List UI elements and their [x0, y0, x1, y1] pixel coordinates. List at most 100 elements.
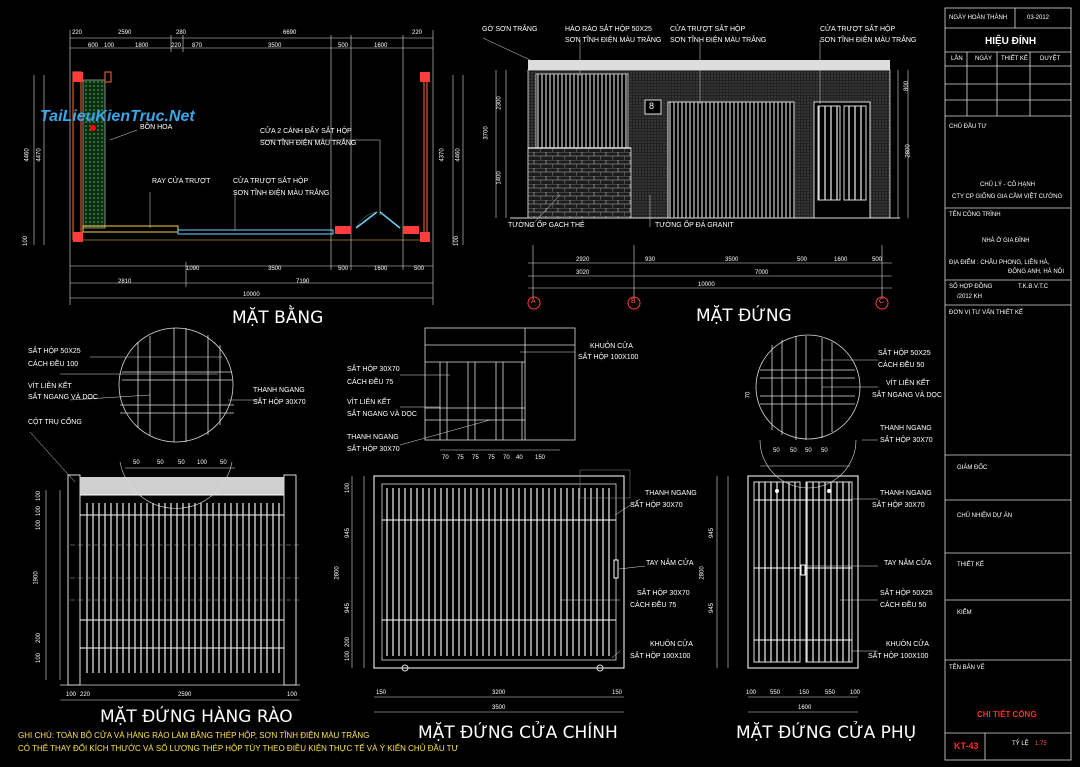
side-door-dim: 150 — [799, 690, 810, 696]
title-side-door: MẶT ĐỨNG CỬA PHỤ — [736, 723, 917, 743]
elev-label-slide1: CỬA TRƯỢT SẮT HỘP — [670, 26, 746, 33]
detail-b-dim: 150 — [535, 455, 546, 461]
detail-a-label: SẮT HỘP 30X70 — [253, 399, 306, 406]
detail-a-label: CÁCH ĐỀU 100 — [28, 361, 79, 368]
detail-b-label: SẮT NGANG VÀ DỌC — [347, 411, 417, 418]
elev-side-dim: 1400 — [496, 171, 503, 185]
detail-c-label: VÍT LIÊN KẾT — [886, 380, 930, 387]
detail-b-dim: 75 — [488, 455, 495, 461]
title-block-frame — [944, 7, 1072, 761]
plan-dim: 100 — [104, 43, 115, 49]
fence-elevation-drawing — [45, 461, 300, 701]
elev-dim: 3500 — [725, 257, 739, 263]
main-door-label: SẮT HỘP 30X70 — [630, 502, 683, 509]
main-door-label: SẮT HỘP 30X70 — [637, 590, 690, 597]
fence-side-dim: 200 — [36, 632, 43, 644]
detail-a-label: VÍT LIÊN KẾT — [28, 383, 72, 390]
plan-side-dim: 4460 — [24, 148, 31, 162]
elev-label-cornice: GỜ SƠN TRẮNG — [482, 26, 538, 33]
tb-consultant: ĐƠN VỊ TƯ VẤN THIẾT KẾ — [949, 310, 1023, 316]
detail-b-dim: 40 — [516, 455, 523, 461]
grid-label-b: B — [631, 298, 636, 305]
watermark-logo: TaiLieuKienTruc.Net — [40, 108, 195, 125]
title-fence: MẶT ĐỨNG HÀNG RÀO — [100, 707, 293, 727]
fence-dim: 50 — [220, 460, 227, 466]
tb-contract: /2012 KH — [957, 294, 983, 300]
detail-b-label: THANH NGANG — [347, 434, 399, 441]
fence-dim: 100 — [66, 692, 77, 698]
main-door-dim: 3200 — [492, 690, 506, 696]
tb-project: NHÀ Ở GIA ĐÌNH — [982, 238, 1030, 244]
main-door-dim: 3500 — [492, 705, 506, 711]
main-door-side-dim: 2800 — [334, 566, 341, 580]
side-door-side-dim: 2800 — [699, 566, 706, 580]
elev-side-dim: 800 — [904, 80, 911, 92]
elev-dim: 10000 — [698, 282, 715, 288]
tb-revision-title: HIỆU ĐÍNH — [985, 36, 1037, 47]
elev-house-number: 8 — [649, 101, 655, 111]
elev-dim: 7000 — [755, 270, 769, 276]
elev-side-dim: 2300 — [496, 96, 503, 110]
tb-scale: 1:75 — [1035, 741, 1047, 747]
fence-side-dim: 100 — [36, 519, 43, 531]
detail-a-circle — [90, 327, 234, 443]
detail-b-dim: 70 — [503, 455, 510, 461]
main-door-side-dim: 100 — [345, 650, 352, 662]
plan-dim: 1800 — [135, 43, 149, 49]
plan-label-folding-door: CỬA 2 CÁNH ĐẨY SẮT HỘP — [260, 128, 352, 135]
fence-side-dim: 100 — [36, 652, 43, 664]
plan-dim: 500 — [414, 266, 425, 272]
tb-sheet-name: CHI TIẾT CỔNG — [977, 710, 1037, 719]
detail-c-dim: 50 — [821, 448, 828, 454]
plan-dim: 220 — [412, 30, 423, 36]
plan-label-folding-door: SƠN TĨNH ĐIỆN MÀU TRẮNG — [260, 140, 357, 147]
elev-side-dim: 3700 — [483, 126, 490, 140]
elev-dim: 500 — [872, 257, 883, 263]
detail-c-label: SẮT HỘP 30X70 — [880, 437, 933, 444]
main-door-label: TAY NẮM CỬA — [646, 560, 694, 567]
detail-c-label: THANH NGANG — [880, 425, 932, 432]
tb-sheet-label: TÊN BẢN VẼ — [949, 665, 985, 671]
elev-label-slide2: CỬA TRƯỢT SẮT HỘP — [820, 26, 896, 33]
tb-contract-label: SỐ HỢP ĐỒNG — [949, 284, 993, 290]
plan-dim: 600 — [88, 43, 99, 49]
elev-label-brick-wall: TƯỜNG ỐP GẠCH THẺ — [508, 222, 585, 229]
main-door-side-dim: 200 — [345, 636, 352, 648]
fence-dim: 100 — [287, 692, 298, 698]
plan-label-rail: RAY CỬA TRƯỢT — [152, 178, 211, 185]
detail-c-label: SẮT HỘP 50X25 — [878, 350, 931, 357]
tb-director: GIÁM ĐỐC — [957, 465, 988, 471]
tb-date: 03-2012 — [1027, 15, 1050, 21]
elevation-drawing — [495, 60, 909, 310]
side-door-elevation-drawing — [716, 475, 859, 713]
plan-dim: 3500 — [268, 43, 282, 49]
detail-a-label: THANH NGANG — [253, 387, 305, 394]
side-door-dim: 550 — [770, 690, 781, 696]
tb-owner: CTY CP GIỐNG GIA CẦM VIỆT CƯỜNG — [952, 194, 1063, 200]
elev-label-slide1: SƠN TĨNH ĐIỆN MÀU TRẮNG — [670, 37, 767, 44]
main-door-dim: 150 — [376, 690, 387, 696]
elev-label-granite-wall: TƯỜNG ỐP ĐÁ GRANIT — [655, 222, 734, 229]
plan-side-dim: 4370 — [439, 148, 446, 162]
fence-side-dim: 100 — [36, 505, 43, 517]
side-door-label: CÁCH ĐỀU 50 — [880, 602, 927, 609]
detail-c-dim: 50 — [805, 448, 812, 454]
detail-b-dim: 75 — [472, 455, 479, 461]
elev-dim: 1600 — [834, 257, 848, 263]
elev-dim: 3020 — [576, 270, 590, 276]
side-door-label: SẮT HỘP 100X100 — [868, 653, 929, 660]
plan-dim: 500 — [338, 43, 349, 49]
plan-label-sliding: CỬA TRƯỢT SẮT HỘP — [233, 178, 309, 185]
tb-address: ĐỊA ĐIỂM : CHÂU PHONG, LIÊN HÀ, — [949, 260, 1050, 266]
plan-dim: 7190 — [296, 279, 310, 285]
plan-dim: 1600 — [374, 266, 388, 272]
elev-side-dim: 2800 — [905, 144, 912, 158]
side-door-dim: 1600 — [798, 705, 812, 711]
side-door-dim: 550 — [825, 690, 836, 696]
tb-scale-label: TỶ LỆ — [1012, 741, 1029, 747]
tb-checker: KIỂM — [957, 610, 972, 616]
tb-designer: THIẾT KẾ — [957, 562, 984, 568]
detail-a-label: SẮT NGANG VÀ DỌC — [28, 394, 98, 401]
main-door-side-dim: 100 — [345, 482, 352, 494]
